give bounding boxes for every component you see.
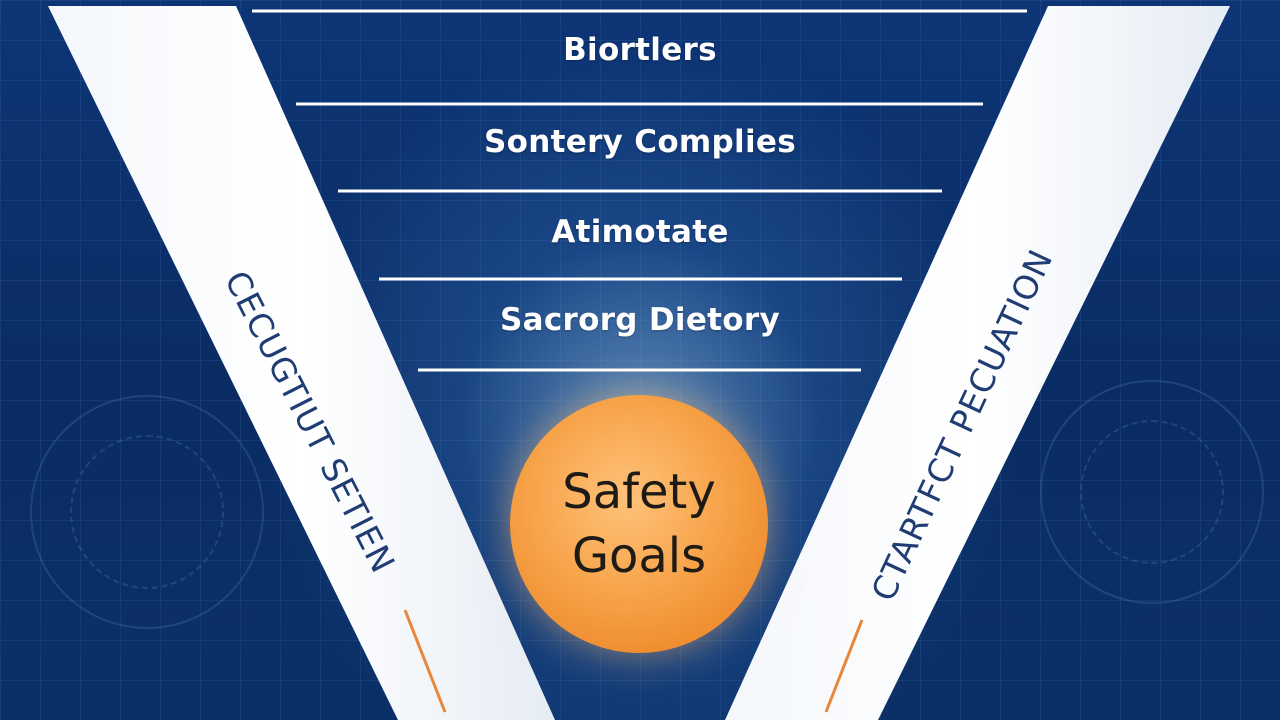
left-arm-accent-line bbox=[403, 609, 447, 713]
safety-goals-circle: Safety Goals bbox=[510, 395, 768, 653]
core-label-line-1: Safety bbox=[562, 464, 716, 520]
level-label-2: Sontery Complies bbox=[484, 124, 796, 160]
decorative-gear-right bbox=[1040, 380, 1264, 604]
decorative-gear-right-inner bbox=[1080, 420, 1224, 564]
decorative-gear-left-inner bbox=[70, 435, 224, 589]
level-label-1: Biortlers bbox=[563, 32, 717, 68]
right-arm bbox=[725, 6, 1230, 720]
left-arm bbox=[48, 6, 555, 720]
right-arm-accent-line bbox=[824, 619, 864, 713]
level-label-4: Sacrorg Dietory bbox=[500, 302, 780, 338]
level-divider-lines bbox=[252, 9, 1027, 372]
level-label-3: Atimotate bbox=[551, 214, 729, 250]
core-label-line-2: Goals bbox=[571, 528, 707, 584]
decorative-gear-left bbox=[30, 395, 264, 629]
